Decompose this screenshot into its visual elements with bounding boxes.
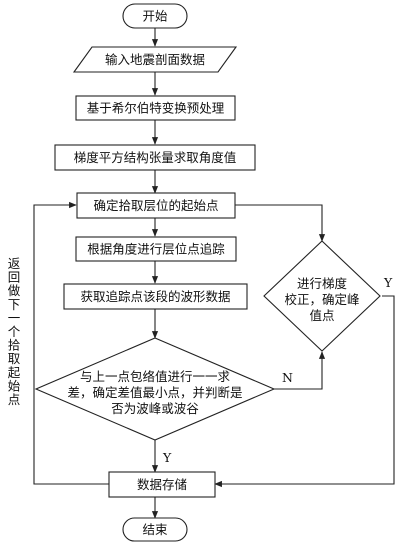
- yes-right-label: Y: [383, 275, 393, 290]
- waveform-node: 获取追踪点该段的波形数据: [63, 283, 248, 310]
- return-char: 返: [8, 256, 21, 271]
- correct-line-2: 校正，确定峰: [284, 292, 360, 307]
- return-char: 做: [8, 283, 21, 298]
- compare-decision: 与上一点包络值进行一一求 差，确定差值最小点，并判断是 否为波峰或波谷: [34, 337, 276, 441]
- hilbert-label: 基于希尔伯特变换预处理: [87, 101, 225, 116]
- compare-line-3: 否为波峰或波谷: [111, 401, 199, 416]
- return-char: 一: [8, 310, 21, 325]
- no-label: N: [282, 370, 293, 385]
- arrow-return-loop: [33, 201, 109, 485]
- connectors: [33, 28, 395, 519]
- store-node: 数据存储: [108, 471, 216, 498]
- hilbert-node: 基于希尔伯特变换预处理: [75, 95, 236, 121]
- end-label: 结束: [142, 522, 168, 537]
- return-char: 起: [8, 365, 21, 380]
- store-label: 数据存储: [137, 477, 187, 492]
- arrow-correct-store: [214, 295, 395, 488]
- yes-down-label: Y: [162, 450, 172, 465]
- return-char: 回: [8, 270, 21, 285]
- waveform-label: 获取追踪点该段的波形数据: [80, 289, 230, 304]
- start-label: 开始: [142, 9, 168, 24]
- tensor-label: 梯度平方结构张量求取角度值: [74, 150, 237, 165]
- correct-line-1: 进行梯度: [297, 276, 348, 291]
- return-char: 拾: [8, 338, 21, 353]
- start-node: 开始: [122, 3, 188, 29]
- return-char: 始: [8, 378, 21, 393]
- startpoint-label: 确定拾取层位的起始点: [93, 198, 218, 213]
- return-char: 个: [8, 324, 21, 339]
- compare-line-1: 与上一点包络值进行一一求: [80, 369, 231, 384]
- return-char: 点: [8, 392, 21, 407]
- return-char: 下: [8, 297, 21, 312]
- correct-decision: 进行梯度 校正，确定峰 值点: [263, 240, 381, 352]
- trace-node: 根据角度进行层位点追踪: [75, 236, 237, 262]
- input-label: 输入地震剖面数据: [105, 52, 205, 67]
- trace-label: 根据角度进行层位点追踪: [87, 242, 225, 257]
- arrow-startpoint-correct: [235, 204, 326, 242]
- correct-line-3: 值点: [309, 308, 334, 323]
- startpoint-node: 确定拾取层位的起始点: [76, 192, 236, 219]
- arrow-compare-no: [274, 351, 326, 390]
- compare-line-2: 差，确定差值最小点，并判断是: [67, 385, 243, 400]
- tensor-node: 梯度平方结构张量求取角度值: [54, 144, 256, 171]
- return-char: 取: [8, 351, 21, 366]
- end-node: 结束: [122, 517, 188, 542]
- input-node: 输入地震剖面数据: [72, 46, 238, 73]
